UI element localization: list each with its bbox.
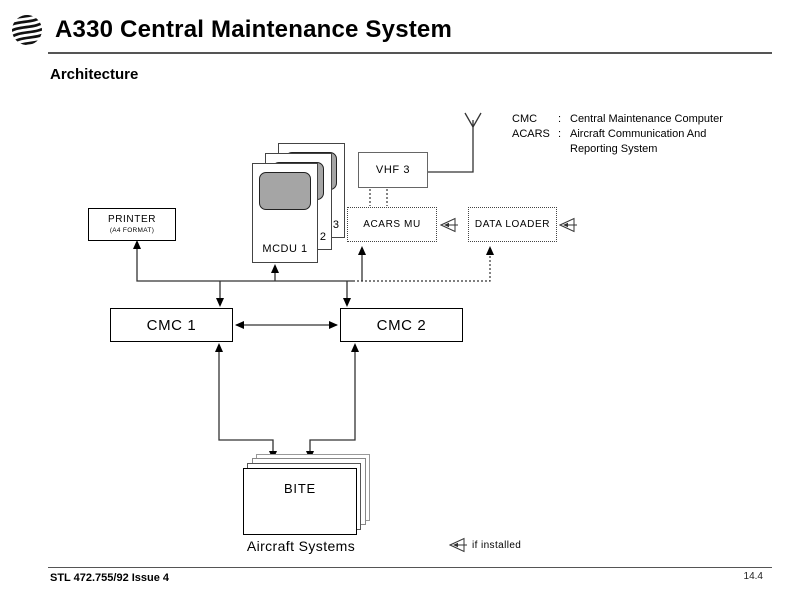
legend-row-acars-cont: Reporting System bbox=[512, 142, 723, 157]
antenna-icon bbox=[464, 112, 482, 129]
section-title: Architecture bbox=[50, 66, 139, 83]
mcdu-2-label: 2 bbox=[319, 231, 326, 243]
acars-mu-box: ACARS MU bbox=[347, 207, 437, 242]
printer-box: PRINTER (A4 FORMAT) bbox=[88, 208, 176, 241]
acars-mu-label: ACARS MU bbox=[363, 219, 421, 230]
vhf3-label: VHF 3 bbox=[375, 164, 411, 176]
aerospatiale-logo-icon bbox=[8, 13, 46, 49]
printer-sublabel: (A4 FORMAT) bbox=[109, 226, 155, 234]
cmc2-bite-link bbox=[309, 345, 356, 457]
bite-box: BITE bbox=[243, 468, 357, 535]
page-number: 14.4 bbox=[743, 571, 763, 582]
legend-separator: : bbox=[558, 113, 562, 125]
legend-text: Central Maintenance Computer bbox=[570, 113, 723, 125]
legend-term bbox=[512, 142, 558, 157]
antenna-feed-line bbox=[428, 120, 474, 173]
legend-separator bbox=[558, 142, 570, 157]
dataloader-dotted-bus bbox=[353, 249, 491, 282]
legend-term: ACARS bbox=[512, 128, 550, 140]
if-installed-flag-icon bbox=[559, 217, 577, 233]
bite-label: BITE bbox=[283, 481, 317, 496]
cmc2-label: CMC 2 bbox=[376, 316, 427, 334]
page-title: A330 Central Maintenance System bbox=[55, 16, 453, 43]
data-loader-label: DATA LOADER bbox=[474, 219, 551, 230]
legend: CMC : Central Maintenance Computer ACARS… bbox=[512, 112, 723, 157]
mcdu-1-card: MCDU 1 bbox=[252, 163, 318, 263]
legend-text: Aircraft Communication And bbox=[570, 128, 707, 140]
if-installed-label: if installed bbox=[472, 540, 522, 551]
legend-row-acars: ACARS : Aircraft Communication And bbox=[512, 127, 723, 142]
data-loader-box: DATA LOADER bbox=[468, 207, 557, 242]
footer-divider bbox=[48, 567, 772, 568]
arrowheads bbox=[133, 240, 494, 460]
legend-row-cmc: CMC : Central Maintenance Computer bbox=[512, 112, 723, 127]
if-installed-flag-icon bbox=[440, 217, 458, 233]
cmc1-bite-link bbox=[218, 345, 274, 457]
title-divider bbox=[48, 52, 772, 54]
document-reference: STL 472.755/92 Issue 4 bbox=[50, 572, 170, 584]
aircraft-systems-label: Aircraft Systems bbox=[246, 538, 356, 554]
if-installed-flag-icon bbox=[449, 537, 467, 553]
mcdu-screen bbox=[259, 172, 311, 210]
legend-term: CMC bbox=[512, 113, 538, 125]
printer-label: PRINTER bbox=[107, 213, 157, 225]
mcdu-3-label: 3 bbox=[332, 219, 339, 231]
cmc1-box: CMC 1 bbox=[110, 308, 233, 342]
cmc2-box: CMC 2 bbox=[340, 308, 463, 342]
legend-text: Reporting System bbox=[570, 143, 658, 155]
vhf3-box: VHF 3 bbox=[358, 152, 428, 188]
legend-separator: : bbox=[558, 128, 562, 140]
cmc1-label: CMC 1 bbox=[146, 316, 197, 334]
mcdu-1-label: MCDU 1 bbox=[262, 243, 308, 255]
